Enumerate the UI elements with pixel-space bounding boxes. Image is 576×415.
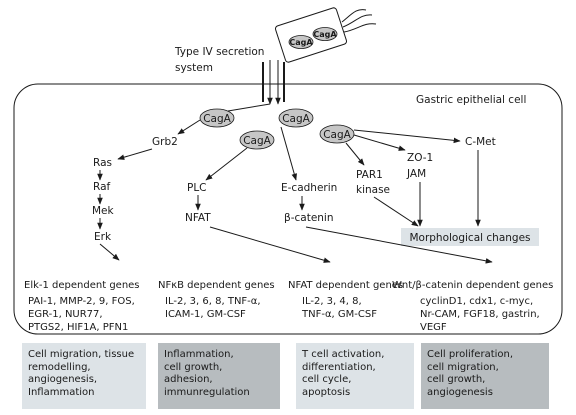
- node-jam: JAM: [406, 168, 426, 180]
- gene-group-nfat-title: NFAT dependent genes: [288, 280, 403, 291]
- outcome-box-nfkb: Inflammation, cell growth, adhesion, imm…: [158, 343, 280, 409]
- bacterial-caga-2-label: CagA: [313, 30, 337, 39]
- node-grb2: Grb2: [152, 136, 178, 148]
- gene-group-elk1-line1: PAI-1, MMP-2, 9, FOS,: [28, 296, 135, 307]
- caga-label-2: CagA: [243, 135, 271, 147]
- pathway-arrows: [97, 103, 493, 264]
- helicobacter-bacterium: CagA CagA: [274, 7, 377, 63]
- gene-group-nfat-line1: IL-2, 3, 4, 8,: [302, 296, 362, 307]
- node-ecadherin: E-cadherin: [281, 182, 337, 194]
- node-mek: Mek: [92, 205, 115, 217]
- outcome-box-wnt: Cell proliferation, cell migration, cell…: [421, 343, 549, 409]
- node-zo1: ZO-1: [407, 152, 433, 164]
- outcome-box-elk1: Cell migration, tissue remodelling, angi…: [22, 343, 146, 409]
- caga-node-4: CagA: [319, 124, 355, 144]
- gene-group-elk1-line3: PTGS2, HIF1A, PFN1: [28, 322, 128, 333]
- bacterial-caga-2: [312, 27, 338, 41]
- caga-node-2: CagA: [239, 130, 275, 150]
- morph-label: Morphological changes: [409, 232, 530, 244]
- caga-node-3: CagA: [278, 108, 314, 128]
- gene-group-nfkb: NFκB dependent genes IL-2, 3, 6, 8, TNF-…: [158, 280, 275, 320]
- gene-group-wnt: Wnt/β-catenin dependent genes cyclinD1, …: [392, 280, 553, 333]
- gene-group-wnt-line3: VEGF: [420, 322, 447, 333]
- bacterial-caga-1: [288, 35, 314, 49]
- node-erk: Erk: [94, 231, 112, 243]
- node-plc: PLC: [187, 182, 207, 194]
- node-raf: Raf: [93, 181, 110, 193]
- gene-group-nfkb-line2: ICAM-1, GM-CSF: [165, 309, 246, 320]
- node-par1: PAR1: [356, 169, 383, 181]
- gene-group-wnt-line1: cyclinD1, cdx1, c-myc,: [420, 296, 533, 307]
- node-cmet: C-Met: [465, 136, 496, 148]
- morph-box: [401, 228, 539, 246]
- node-bcatenin: β-catenin: [284, 212, 334, 224]
- caga-label-3: CagA: [282, 113, 310, 125]
- gene-group-elk1: Elk-1 dependent genes PAI-1, MMP-2, 9, F…: [24, 280, 140, 333]
- bacterial-caga-1-label: CagA: [289, 38, 313, 47]
- gene-group-nfat: NFAT dependent genes IL-2, 3, 4, 8, TNF-…: [288, 280, 403, 320]
- gene-group-elk1-line2: EGR-1, NUR77,: [28, 309, 103, 320]
- cell-membrane: [13, 83, 563, 335]
- node-nfat: NFAT: [185, 212, 211, 224]
- secretion-label-line2: system: [175, 62, 213, 74]
- secretion-label-line1: Type IV secretion: [174, 46, 264, 58]
- caga-label-1: CagA: [203, 113, 231, 125]
- gene-group-wnt-line2: Nr-CAM, FGF18, gastrin,: [420, 309, 540, 320]
- node-par1-kinase: kinase: [356, 184, 390, 196]
- gene-group-nfat-line2: TNF-α, GM-CSF: [301, 309, 377, 320]
- outcome-box-nfat: T cell activation, differentiation, cell…: [296, 343, 414, 409]
- gene-group-nfkb-title: NFκB dependent genes: [158, 280, 275, 291]
- node-ras: Ras: [93, 157, 112, 169]
- gene-group-elk1-title: Elk-1 dependent genes: [24, 280, 140, 291]
- caga-node-1: CagA: [199, 108, 235, 128]
- secretion-channel: [262, 60, 285, 105]
- gene-group-wnt-title: Wnt/β-catenin dependent genes: [392, 280, 553, 291]
- cell-label: Gastric epithelial cell: [416, 94, 526, 106]
- caga-label-4: CagA: [323, 129, 351, 141]
- gene-group-nfkb-line1: IL-2, 3, 6, 8, TNF-α,: [165, 296, 261, 307]
